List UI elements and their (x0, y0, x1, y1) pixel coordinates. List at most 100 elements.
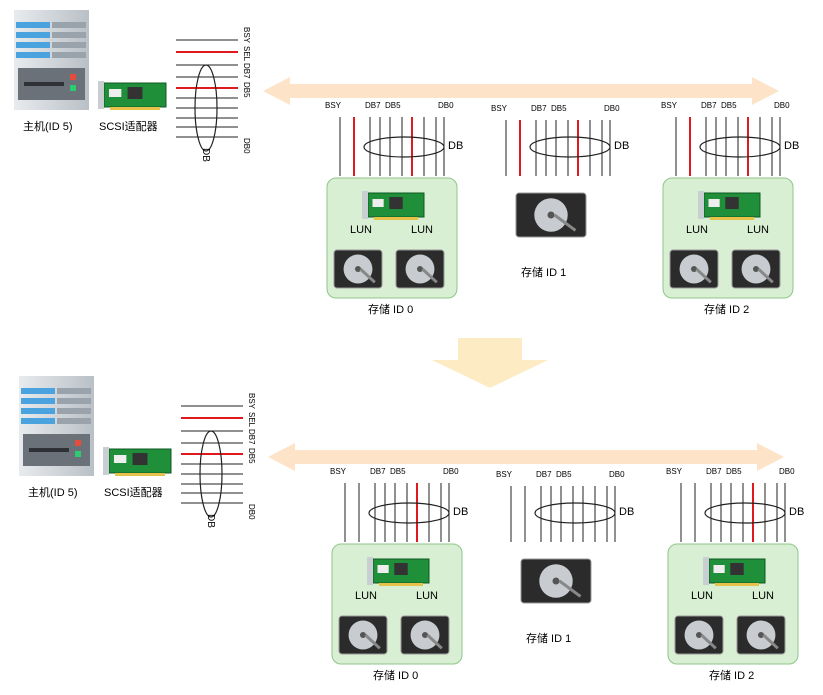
server-led-green (75, 451, 81, 457)
server-bay (52, 52, 86, 58)
scsi-card-pins (379, 583, 423, 586)
server-bay-led (16, 52, 50, 58)
scsi-card-bracket (698, 191, 704, 219)
target-db-group-label: DB (448, 140, 464, 152)
pin-label-db7: DB7 (706, 467, 722, 476)
hard-drive-arm (426, 633, 443, 650)
pin-label-db5: DB5 (551, 104, 567, 113)
scsi-card-bracket (367, 557, 373, 585)
hard-drive-arm (359, 267, 376, 284)
server-bay-led (21, 418, 55, 424)
scsi-card-bracket (98, 81, 104, 109)
scsi-bus-arrow (268, 443, 784, 471)
hard-drive-arm (757, 267, 774, 284)
scsi-bus-arrow (263, 77, 779, 105)
hard-drive-spindle (359, 631, 367, 639)
hard-drive-spindle (695, 631, 703, 639)
hard-drive-arm (762, 633, 779, 650)
lun-label-left: LUN (350, 224, 373, 236)
pin-label-db0: DB0 (779, 467, 795, 476)
scsi-card-pins (715, 583, 759, 586)
scsi-card-bracket (703, 557, 709, 585)
scsi-card-pins (374, 217, 418, 220)
bus-signal-label-db0: DB0 (247, 504, 256, 520)
scsi-card-pins (710, 217, 754, 220)
bus-signal-label-sel: SEL (247, 412, 256, 428)
scsi-card-chip (389, 197, 403, 209)
hard-drive-spindle (421, 631, 429, 639)
pin-label-db5: DB5 (726, 467, 742, 476)
panel (19, 376, 799, 665)
lun-label-right: LUN (747, 224, 770, 236)
pin-label-db7: DB7 (531, 104, 547, 113)
scsi-card-pins (115, 473, 165, 476)
hard-drive-arm (553, 213, 577, 232)
hard-drive-arm (695, 267, 712, 284)
server-bay (57, 408, 91, 414)
server-led-red (70, 74, 76, 80)
pin-label-db0: DB0 (604, 104, 620, 113)
lun-label-left: LUN (355, 590, 378, 602)
server-bay (57, 398, 91, 404)
server-led-green (70, 85, 76, 91)
adapter-label: SCSI适配器 (99, 121, 158, 133)
server-bay (57, 388, 91, 394)
host-label: 主机(ID 5) (23, 121, 73, 133)
server-slot (24, 82, 64, 86)
lun-label-right: LUN (411, 224, 434, 236)
storage-label-0: 存储 ID 0 (373, 670, 419, 682)
target-db-group-label: DB (453, 506, 469, 518)
target-db-group-label: DB (619, 506, 635, 518)
pin-label-db5: DB5 (390, 467, 406, 476)
hard-drive-spindle (354, 265, 362, 273)
server-bay (52, 32, 86, 38)
hard-drive-spindle (752, 265, 760, 273)
scsi-card-label (108, 89, 122, 97)
scsi-card-chip (725, 197, 739, 209)
pin-label-db7: DB7 (536, 470, 552, 479)
hard-drive-arm (421, 267, 438, 284)
pin-label-bsy: BSY (491, 104, 508, 113)
pin-label-bsy: BSY (661, 101, 678, 110)
bus-signal-label-bsy: BSY (242, 27, 251, 44)
target-db-group-label: DB (614, 140, 630, 152)
scsi-card-bracket (362, 191, 368, 219)
hard-drive-spindle (757, 631, 765, 639)
pin-label-db5: DB5 (721, 101, 737, 110)
scsi-card-pins (110, 107, 160, 110)
lun-label-right: LUN (752, 590, 775, 602)
pin-label-db7: DB7 (365, 101, 381, 110)
scsi-card-chip (132, 453, 148, 465)
pin-label-bsy: BSY (330, 467, 347, 476)
server-bay (57, 418, 91, 424)
bus-signal-label-bsy: BSY (247, 393, 256, 410)
scsi-card-chip (730, 563, 744, 575)
server-bay-led (16, 42, 50, 48)
hard-drive-arm (700, 633, 717, 650)
storage-label-2: 存储 ID 2 (704, 304, 750, 316)
pin-label-db7: DB7 (370, 467, 386, 476)
lun-label-left: LUN (691, 590, 714, 602)
hard-drive-arm (364, 633, 381, 650)
adapter-label: SCSI适配器 (104, 487, 163, 499)
server-bay-led (21, 408, 55, 414)
flow-down-arrow (432, 338, 548, 388)
server-bay-led (21, 388, 55, 394)
hard-drive-spindle (416, 265, 424, 273)
lun-label-left: LUN (686, 224, 709, 236)
target-db-bundle-ring (699, 136, 781, 158)
hard-drive-arm (558, 579, 582, 598)
pin-label-db5: DB5 (556, 470, 572, 479)
bus-signal-label-db0: DB0 (242, 138, 251, 154)
scsi-card-label (713, 565, 725, 573)
server-led-red (75, 440, 81, 446)
bus-signal-label-db5: DB5 (242, 82, 251, 98)
server-bay (52, 42, 86, 48)
target-db-bundle-ring (704, 502, 786, 524)
server-slot (29, 448, 69, 452)
target-db-bundle-ring (529, 136, 611, 158)
host-db-group-label: DB (205, 514, 216, 528)
scsi-card-label (377, 565, 389, 573)
storage-label-1: 存储 ID 1 (521, 267, 567, 279)
